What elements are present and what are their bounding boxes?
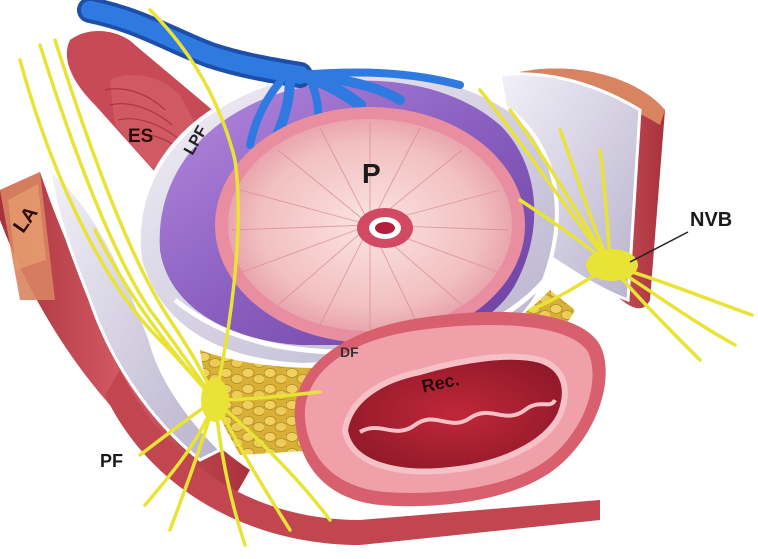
label-neurovascular-bundle: NVB — [690, 210, 732, 230]
label-prostate: P — [362, 160, 381, 188]
prostate-cut-surface — [215, 107, 525, 343]
left-nerve-ganglion — [201, 378, 229, 422]
label-denonvilliers-fascia: DF — [340, 345, 359, 359]
label-pelvic-fascia: PF — [100, 452, 123, 470]
label-external-sphincter: ES — [128, 127, 153, 146]
right-nerve-ganglion — [586, 249, 638, 281]
